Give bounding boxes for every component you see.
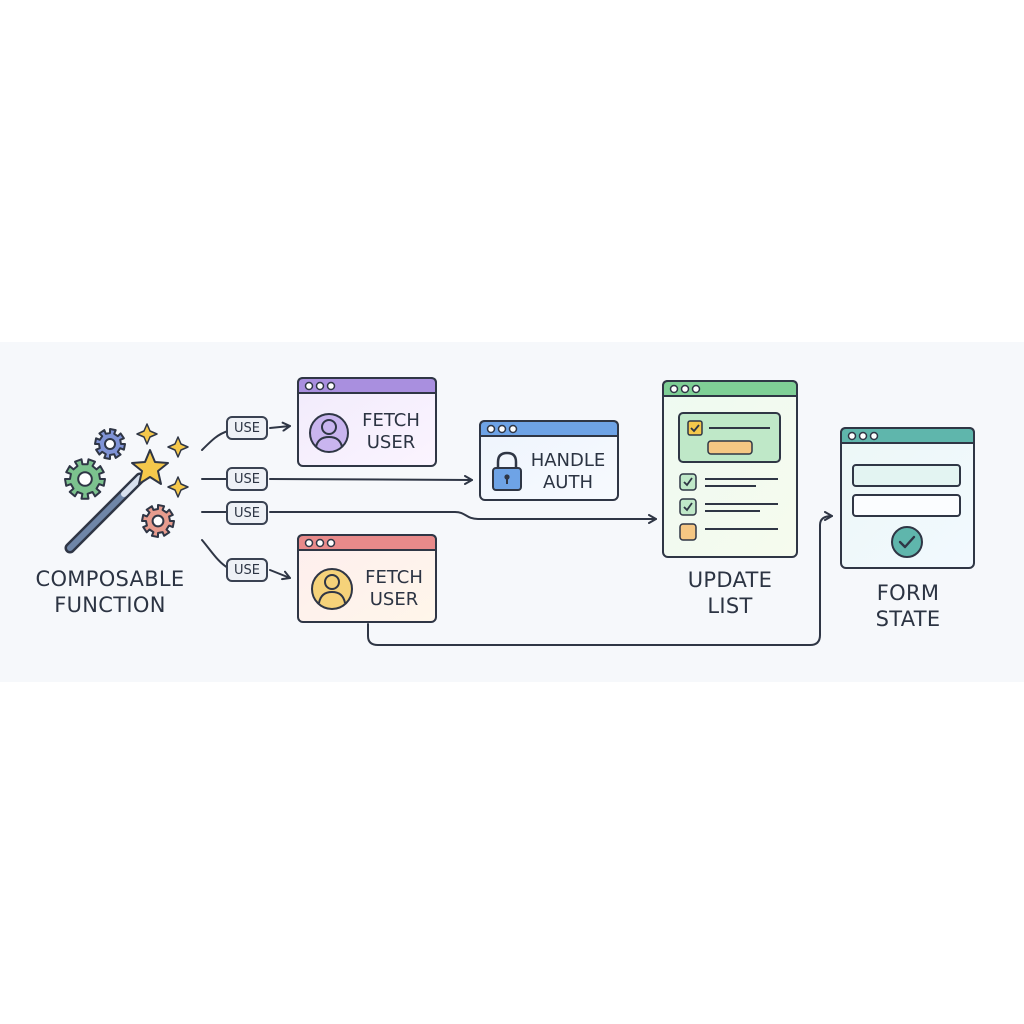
- update-list-label: UPDATE LIST: [670, 567, 790, 619]
- sparkle-icon: [136, 423, 189, 498]
- label-line: FORM: [876, 581, 940, 605]
- use-chip: USE: [226, 467, 268, 491]
- use-chip: USE: [226, 416, 268, 440]
- connector-form-state: [367, 511, 833, 646]
- user-avatar-icon: [311, 568, 353, 610]
- title-line: FETCH: [365, 567, 423, 588]
- label-line: LIST: [707, 594, 753, 618]
- handle-auth-title: HANDLE AUTH: [524, 450, 612, 494]
- highlighted-list-card: [678, 412, 781, 463]
- title-line: HANDLE: [530, 450, 606, 471]
- title-line: USER: [369, 589, 419, 610]
- title-line: AUTH: [542, 472, 594, 493]
- check-circle-icon: [891, 526, 923, 558]
- gear-icon: [94, 428, 126, 460]
- fetch-user-title-top: FETCH USER: [352, 410, 430, 454]
- connector-fetch-user-bottom: [201, 539, 290, 578]
- connector-fetch-user-top: [201, 430, 229, 451]
- use-chip: USE: [226, 558, 268, 582]
- update-list-window: [662, 380, 798, 558]
- connector-handle-auth: [201, 479, 472, 480]
- label-line: COMPOSABLE: [35, 567, 185, 591]
- label-line: UPDATE: [687, 568, 773, 592]
- user-avatar-icon: [309, 413, 349, 453]
- composable-function-label: COMPOSABLE FUNCTION: [30, 566, 190, 618]
- gear-icon: [64, 458, 106, 500]
- lock-icon: [492, 451, 522, 491]
- form-state-label: FORM STATE: [848, 580, 968, 632]
- gear-hole: [151, 514, 165, 528]
- fetch-user-title-bottom: FETCH USER: [355, 567, 433, 611]
- label-line: STATE: [875, 607, 941, 631]
- checklist: [679, 473, 778, 541]
- form-input-field: [852, 494, 961, 517]
- connector-fetch-user-top-out: [269, 421, 291, 432]
- gear-icon: [141, 504, 175, 538]
- fetch-user-window-top: [297, 377, 437, 467]
- fetch-user-window-bottom: [297, 534, 437, 623]
- gear-hole: [77, 471, 93, 487]
- form-state-window: [840, 427, 975, 569]
- title-line: USER: [366, 432, 416, 453]
- magic-wand-icon: [64, 449, 169, 554]
- handle-auth-window: [479, 420, 619, 501]
- connector-update-list: [201, 512, 656, 519]
- gear-hole: [104, 438, 116, 450]
- label-line: FUNCTION: [54, 593, 166, 617]
- form-input-field: [852, 464, 961, 487]
- use-chip: USE: [226, 501, 268, 525]
- title-line: FETCH: [362, 410, 420, 431]
